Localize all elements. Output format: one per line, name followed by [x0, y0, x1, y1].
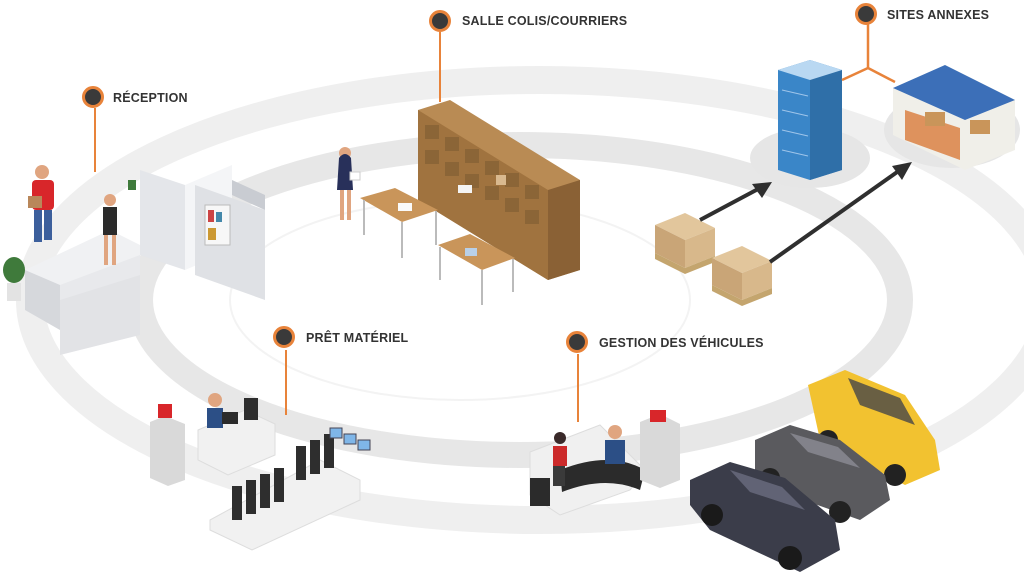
salle-colis-pin-icon: [429, 10, 451, 32]
sites-annexes-pin-icon: [855, 3, 877, 25]
it-equipment-icon: [150, 393, 371, 551]
reception-pin-icon: [82, 86, 104, 108]
gestion-vehicules-label: GESTION DES VÉHICULES: [599, 336, 764, 350]
salle-colis-label: SALLE COLIS/COURRIERS: [462, 14, 628, 28]
gestion-vehicules-pin-icon: [566, 331, 588, 353]
reception-label: RÉCEPTION: [113, 91, 188, 105]
cars-icon: [690, 370, 940, 572]
vehicle-desk-icon: [529, 410, 680, 516]
reception-desk-icon: [3, 165, 265, 355]
sites-annexes-icon: [750, 20, 1020, 188]
pret-materiel-pin-icon: [273, 326, 295, 348]
pret-materiel-label: PRÊT MATÉRIEL: [306, 331, 409, 345]
pin-leaders: [94, 32, 579, 422]
sites-annexes-label: SITES ANNEXES: [887, 8, 990, 22]
parcel-shelves-icon: [337, 100, 580, 305]
pallet-boxes-icon: [655, 162, 912, 306]
